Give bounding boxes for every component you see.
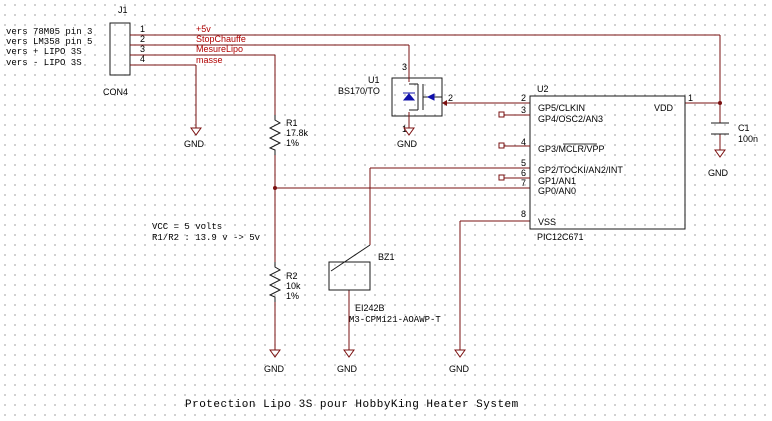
nc-marker <box>498 111 505 118</box>
mcu-pin-name: GP5/CLKIN <box>538 103 585 113</box>
connector-note-1: vers 78M05 pin 3 <box>6 27 92 37</box>
note-vcc: VCC = 5 volts <box>152 222 222 232</box>
connector-body <box>109 22 131 76</box>
mcu-pin-name: GP0/AN0 <box>538 186 576 196</box>
capacitor-c1: C1 100n <box>711 122 758 144</box>
r2-tol: 1% <box>286 291 299 301</box>
mcu-pin-num-vdd: 1 <box>688 93 693 103</box>
net-label-mesurelipo: MesureLipo <box>196 44 243 54</box>
connector-note-3: vers + LIPO 3S <box>6 47 82 57</box>
mcu-pin-name: GP4/OSC2/AN3 <box>538 114 603 124</box>
mcu-pin-num: 4 <box>521 137 526 147</box>
mosfet-ref: U1 <box>368 75 380 85</box>
schematic-title: Protection Lipo 3S pour HobbyKing Heater… <box>185 399 519 411</box>
mcu-pin-num: 2 <box>521 93 526 103</box>
r1-tol: 1% <box>286 138 299 148</box>
nc-marker <box>498 174 505 181</box>
nc-marker <box>498 142 505 149</box>
note-divider: R1/R2 : 13.9 v -> 5v <box>152 233 261 243</box>
resistor-r1: R1 17.8k 1% <box>268 115 309 155</box>
connector-pin-1: 1 <box>140 24 145 34</box>
mcu-ref: U2 <box>537 84 549 94</box>
connector-note-2: vers LM358 pin 5 <box>6 37 92 47</box>
net-label-stopchauffe: StopChauffe <box>196 34 246 44</box>
mosfet-pin-2: 2 <box>448 93 453 103</box>
r2-value: 10k <box>286 281 301 291</box>
junction-dot <box>273 186 277 190</box>
gnd-label: GND <box>397 139 418 149</box>
gnd-symbol-4: GND <box>264 349 285 374</box>
gnd-symbol-1: GND <box>184 127 205 149</box>
gnd-symbol-2: GND <box>397 127 418 149</box>
mcu-pin-name-vdd: VDD <box>654 103 674 113</box>
mcu-pin-num: 3 <box>521 105 526 115</box>
connector-pin-4: 4 <box>140 54 145 64</box>
net-label-masse: masse <box>196 55 223 65</box>
gnd-label: GND <box>264 364 285 374</box>
gnd-symbol-5: GND <box>337 349 358 374</box>
buzzer-bz1: BZ1 EI242B M3-CPM121-AOAWP-T <box>328 244 441 325</box>
wires <box>160 34 721 350</box>
gnd-label: GND <box>708 168 729 178</box>
gnd-label: GND <box>184 139 205 149</box>
mcu-pin-num: 5 <box>521 158 526 168</box>
mcu-pin-name: VSS <box>538 217 556 227</box>
mcu-pin-name: GP1/AN1 <box>538 176 576 186</box>
mcu-body <box>529 95 686 230</box>
r1-value: 17.8k <box>286 128 309 138</box>
mcu-pin-num: 6 <box>521 168 526 178</box>
mcu-value: PIC12C671 <box>537 232 584 242</box>
junction-dot <box>718 101 722 105</box>
r2-ref: R2 <box>286 271 298 281</box>
gnd-symbol-6: GND <box>449 349 470 374</box>
resistor-r2: R2 10k 1% <box>268 262 301 302</box>
mosfet-value: BS170/TO <box>338 86 380 96</box>
buzzer-ref: BZ1 <box>378 252 395 262</box>
connector-ref: J1 <box>118 5 128 15</box>
r1-ref: R1 <box>286 118 298 128</box>
mosfet-u1: U1 BS170/TO 3 2 1 <box>338 62 453 134</box>
buzzer-part: M3-CPM121-AOAWP-T <box>349 315 441 325</box>
gate-arrow <box>442 100 447 106</box>
gnd-symbol-3: GND <box>708 149 729 178</box>
buzzer-body <box>328 261 371 291</box>
capacitor-ref: C1 <box>738 123 750 133</box>
mcu-pin-num: 7 <box>521 178 526 188</box>
net-label-5v: +5v <box>196 24 211 34</box>
buzzer-value: EI242B <box>355 303 385 313</box>
mcu-pin-name: GP3/MCLR/VPP <box>538 144 605 154</box>
mosfet-pin-3: 3 <box>402 62 407 72</box>
mcu-pin-num: 8 <box>521 209 526 219</box>
gnd-label: GND <box>337 364 358 374</box>
connector-pin-2: 2 <box>140 34 145 44</box>
connector-j1: J1 CON4 vers 78M05 pin 3 vers LM358 pin … <box>6 5 160 97</box>
connector-pin-3: 3 <box>140 44 145 54</box>
gnd-label: GND <box>449 364 470 374</box>
connector-note-4: vers - LIPO 3S <box>6 58 82 68</box>
mcu-u2: U2 PIC12C671 2 GP5/CLKIN 3 GP4/OSC2/AN3 … <box>442 84 693 242</box>
mcu-pin-name: GP2/TOCKI/AN2/INT <box>538 165 623 175</box>
capacitor-value: 100n <box>738 134 758 144</box>
connector-value: CON4 <box>103 87 128 97</box>
